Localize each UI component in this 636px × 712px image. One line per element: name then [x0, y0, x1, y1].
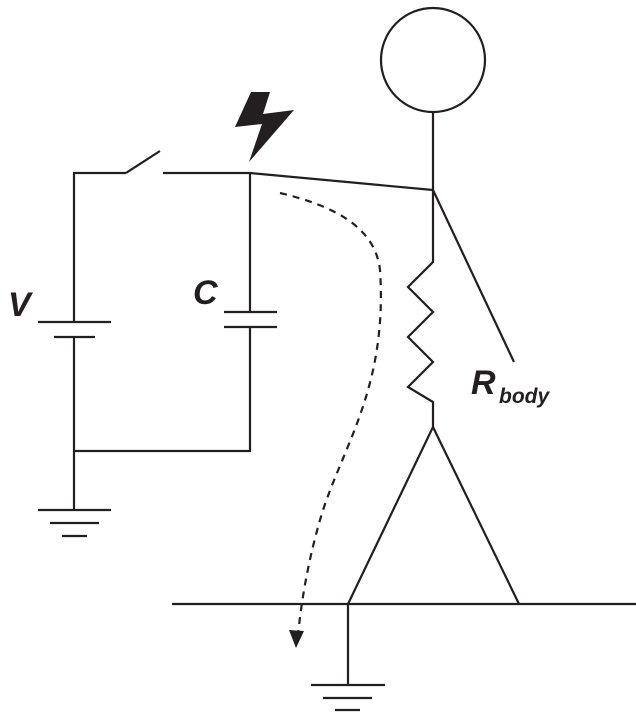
resistance-main-text: R: [471, 364, 496, 402]
ground-icon: [311, 683, 385, 712]
body-resistance-subscript: body: [499, 385, 550, 408]
voltage-label: V: [8, 286, 34, 324]
switch: [125, 150, 161, 174]
lightning-bolt-icon: [235, 92, 294, 162]
left-leg: [347, 426, 434, 605]
touching-arm: [249, 171, 434, 192]
ground-icon: [38, 508, 111, 538]
capacitor-wire-bottom: [74, 327, 252, 453]
human-figure: R body: [249, 6, 550, 605]
capacitor-label: C: [193, 274, 218, 312]
body-resistor: [406, 190, 435, 427]
head: [379, 6, 487, 114]
left-wire-top: [72, 171, 126, 322]
body-resistance-label: R: [471, 364, 496, 402]
right-leg: [432, 426, 520, 605]
current-arrowhead-icon: [289, 630, 304, 648]
discharge-current-path: [279, 191, 382, 648]
other-arm: [432, 189, 515, 363]
source-circuit: V C: [8, 150, 277, 538]
